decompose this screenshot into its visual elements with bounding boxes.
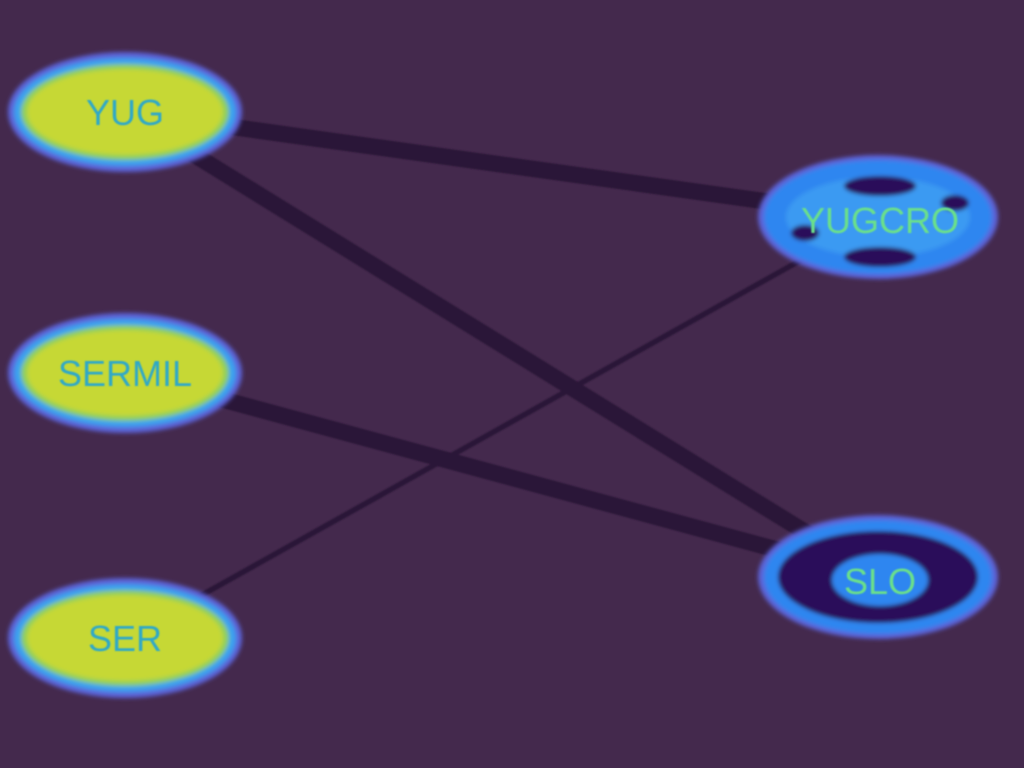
node-ser-label: SER <box>88 618 162 659</box>
node-sermil[interactable]: SERMIL <box>8 313 242 433</box>
node-ser[interactable]: SER <box>8 578 242 698</box>
node-slo[interactable]: SLO <box>758 515 998 639</box>
node-sermil-label: SERMIL <box>58 353 192 394</box>
node-yugcro[interactable]: YUGCRO <box>758 155 998 279</box>
node-yugcro-label: YUGCRO <box>801 200 959 241</box>
edge-sermil-slo <box>122 365 881 585</box>
edges-layer <box>120 103 883 641</box>
edge-yug-yugcro <box>123 103 880 226</box>
node-slo-label: SLO <box>844 561 916 602</box>
node-yug[interactable]: YUG <box>8 52 242 172</box>
node-yug-label: YUG <box>86 92 164 133</box>
edge-yug-slo <box>120 104 883 585</box>
edge-ser-yugcro <box>123 214 880 641</box>
